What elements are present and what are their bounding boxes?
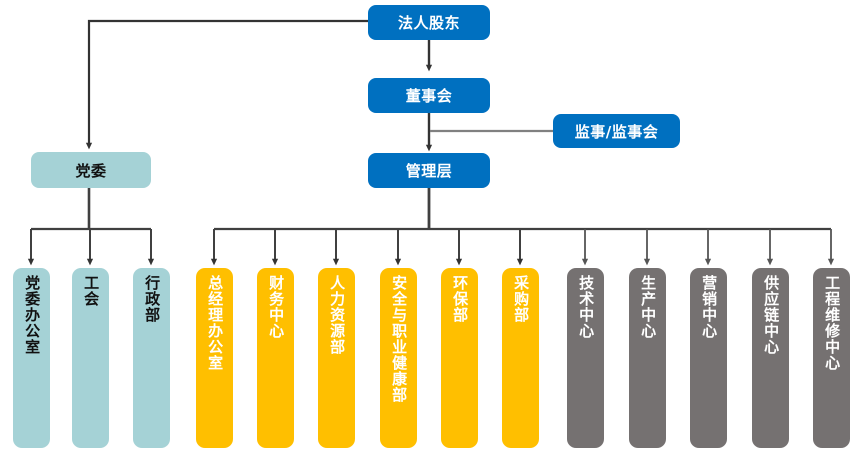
node-party-committee[interactable]: 党委 xyxy=(31,152,151,188)
node-shareholder[interactable]: 法人股东 xyxy=(368,5,490,40)
leaf-safety-occupational-health-dept[interactable]: 安全与职业健康部 xyxy=(380,268,417,448)
node-supervisor-label: 监事/监事会 xyxy=(574,122,659,141)
leaf-finance-center-label: 财务中心 xyxy=(267,275,286,339)
node-shareholder-label: 法人股东 xyxy=(397,14,460,32)
leaf-safety-occupational-health-dept-label: 安全与职业健康部 xyxy=(390,275,409,403)
leaf-supply-chain-center-label: 供应链中心 xyxy=(762,275,781,355)
leaf-procurement-dept-label: 采购部 xyxy=(512,275,531,323)
leaf-engineering-maintenance-center[interactable]: 工程维修中心 xyxy=(813,268,850,448)
leaf-technology-center-label: 技术中心 xyxy=(577,275,596,339)
leaf-human-resources-dept[interactable]: 人力资源部 xyxy=(318,268,355,448)
node-board-of-directors[interactable]: 董事会 xyxy=(368,78,490,113)
leaf-environmental-protection-dept[interactable]: 环保部 xyxy=(441,268,478,448)
leaf-labor-union[interactable]: 工会 xyxy=(72,268,109,448)
leaf-labor-union-label: 工会 xyxy=(82,275,101,307)
leaf-marketing-center[interactable]: 营销中心 xyxy=(690,268,727,448)
leaf-party-office[interactable]: 党委办公室 xyxy=(13,268,50,448)
leaf-production-center-label: 生产中心 xyxy=(639,275,658,339)
leaf-gm-office-label: 总经理办公室 xyxy=(206,275,225,371)
leaf-party-office-label: 党委办公室 xyxy=(23,275,42,355)
node-management[interactable]: 管理层 xyxy=(368,153,490,188)
node-party-committee-label: 党委 xyxy=(75,161,107,180)
node-board-of-directors-label: 董事会 xyxy=(405,87,453,105)
leaf-procurement-dept[interactable]: 采购部 xyxy=(502,268,539,448)
leaf-environmental-protection-dept-label: 环保部 xyxy=(451,275,470,323)
leaf-engineering-maintenance-center-label: 工程维修中心 xyxy=(823,275,842,371)
leaf-human-resources-dept-label: 人力资源部 xyxy=(328,275,347,355)
node-management-label: 管理层 xyxy=(405,162,453,180)
leaf-technology-center[interactable]: 技术中心 xyxy=(567,268,604,448)
leaf-supply-chain-center[interactable]: 供应链中心 xyxy=(752,268,789,448)
leaf-administration-dept[interactable]: 行政部 xyxy=(133,268,170,448)
leaf-production-center[interactable]: 生产中心 xyxy=(629,268,666,448)
leaf-administration-dept-label: 行政部 xyxy=(143,275,162,323)
leaf-marketing-center-label: 营销中心 xyxy=(700,275,719,339)
leaf-gm-office[interactable]: 总经理办公室 xyxy=(196,268,233,448)
leaf-finance-center[interactable]: 财务中心 xyxy=(257,268,294,448)
node-supervisor[interactable]: 监事/监事会 xyxy=(553,114,680,148)
